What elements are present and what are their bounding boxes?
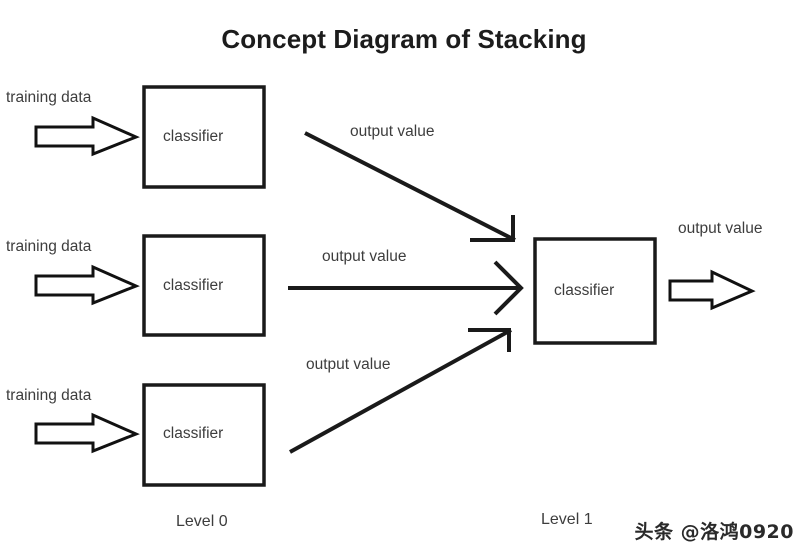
training-data-label-3: training data <box>6 387 92 404</box>
watermark-handle: @洛鸿0920 <box>680 521 794 543</box>
watermark: 头条 @洛鸿0920 <box>634 517 794 544</box>
output-value-label-3: output value <box>306 356 391 373</box>
page-title: Concept Diagram of Stacking <box>221 24 587 54</box>
line-arrow-icon-output-1 <box>304 131 516 242</box>
block-arrow-right-icon-input-3 <box>34 412 140 454</box>
line-arrow-icon-output-3 <box>289 328 512 454</box>
level0-classifier-label-3: classifier <box>163 425 224 442</box>
level0-classifier-box-1[interactable] <box>142 85 266 189</box>
watermark-source: 头条 <box>634 521 674 543</box>
training-data-label-1: training data <box>6 89 92 106</box>
block-arrow-right-icon-input-1 <box>34 115 140 157</box>
block-arrow-right-icon-input-2 <box>34 264 140 306</box>
level0-classifier-box-2[interactable] <box>142 234 266 337</box>
output-value-label-1: output value <box>350 123 435 140</box>
line-arrow-icon-output-2 <box>288 260 524 316</box>
block-arrow-right-icon-output <box>668 269 756 311</box>
output-value-label-2: output value <box>322 248 407 265</box>
level1-label: Level 1 <box>541 511 593 528</box>
level0-classifier-box-3[interactable] <box>142 383 266 487</box>
level0-classifier-label-2: classifier <box>163 277 224 294</box>
level1-classifier-box[interactable] <box>533 237 657 345</box>
level0-label: Level 0 <box>176 513 228 530</box>
training-data-label-2: training data <box>6 238 92 255</box>
level1-classifier-label: classifier <box>554 282 615 299</box>
output-value-label-final: output value <box>678 220 763 237</box>
level0-classifier-label-1: classifier <box>163 128 224 145</box>
